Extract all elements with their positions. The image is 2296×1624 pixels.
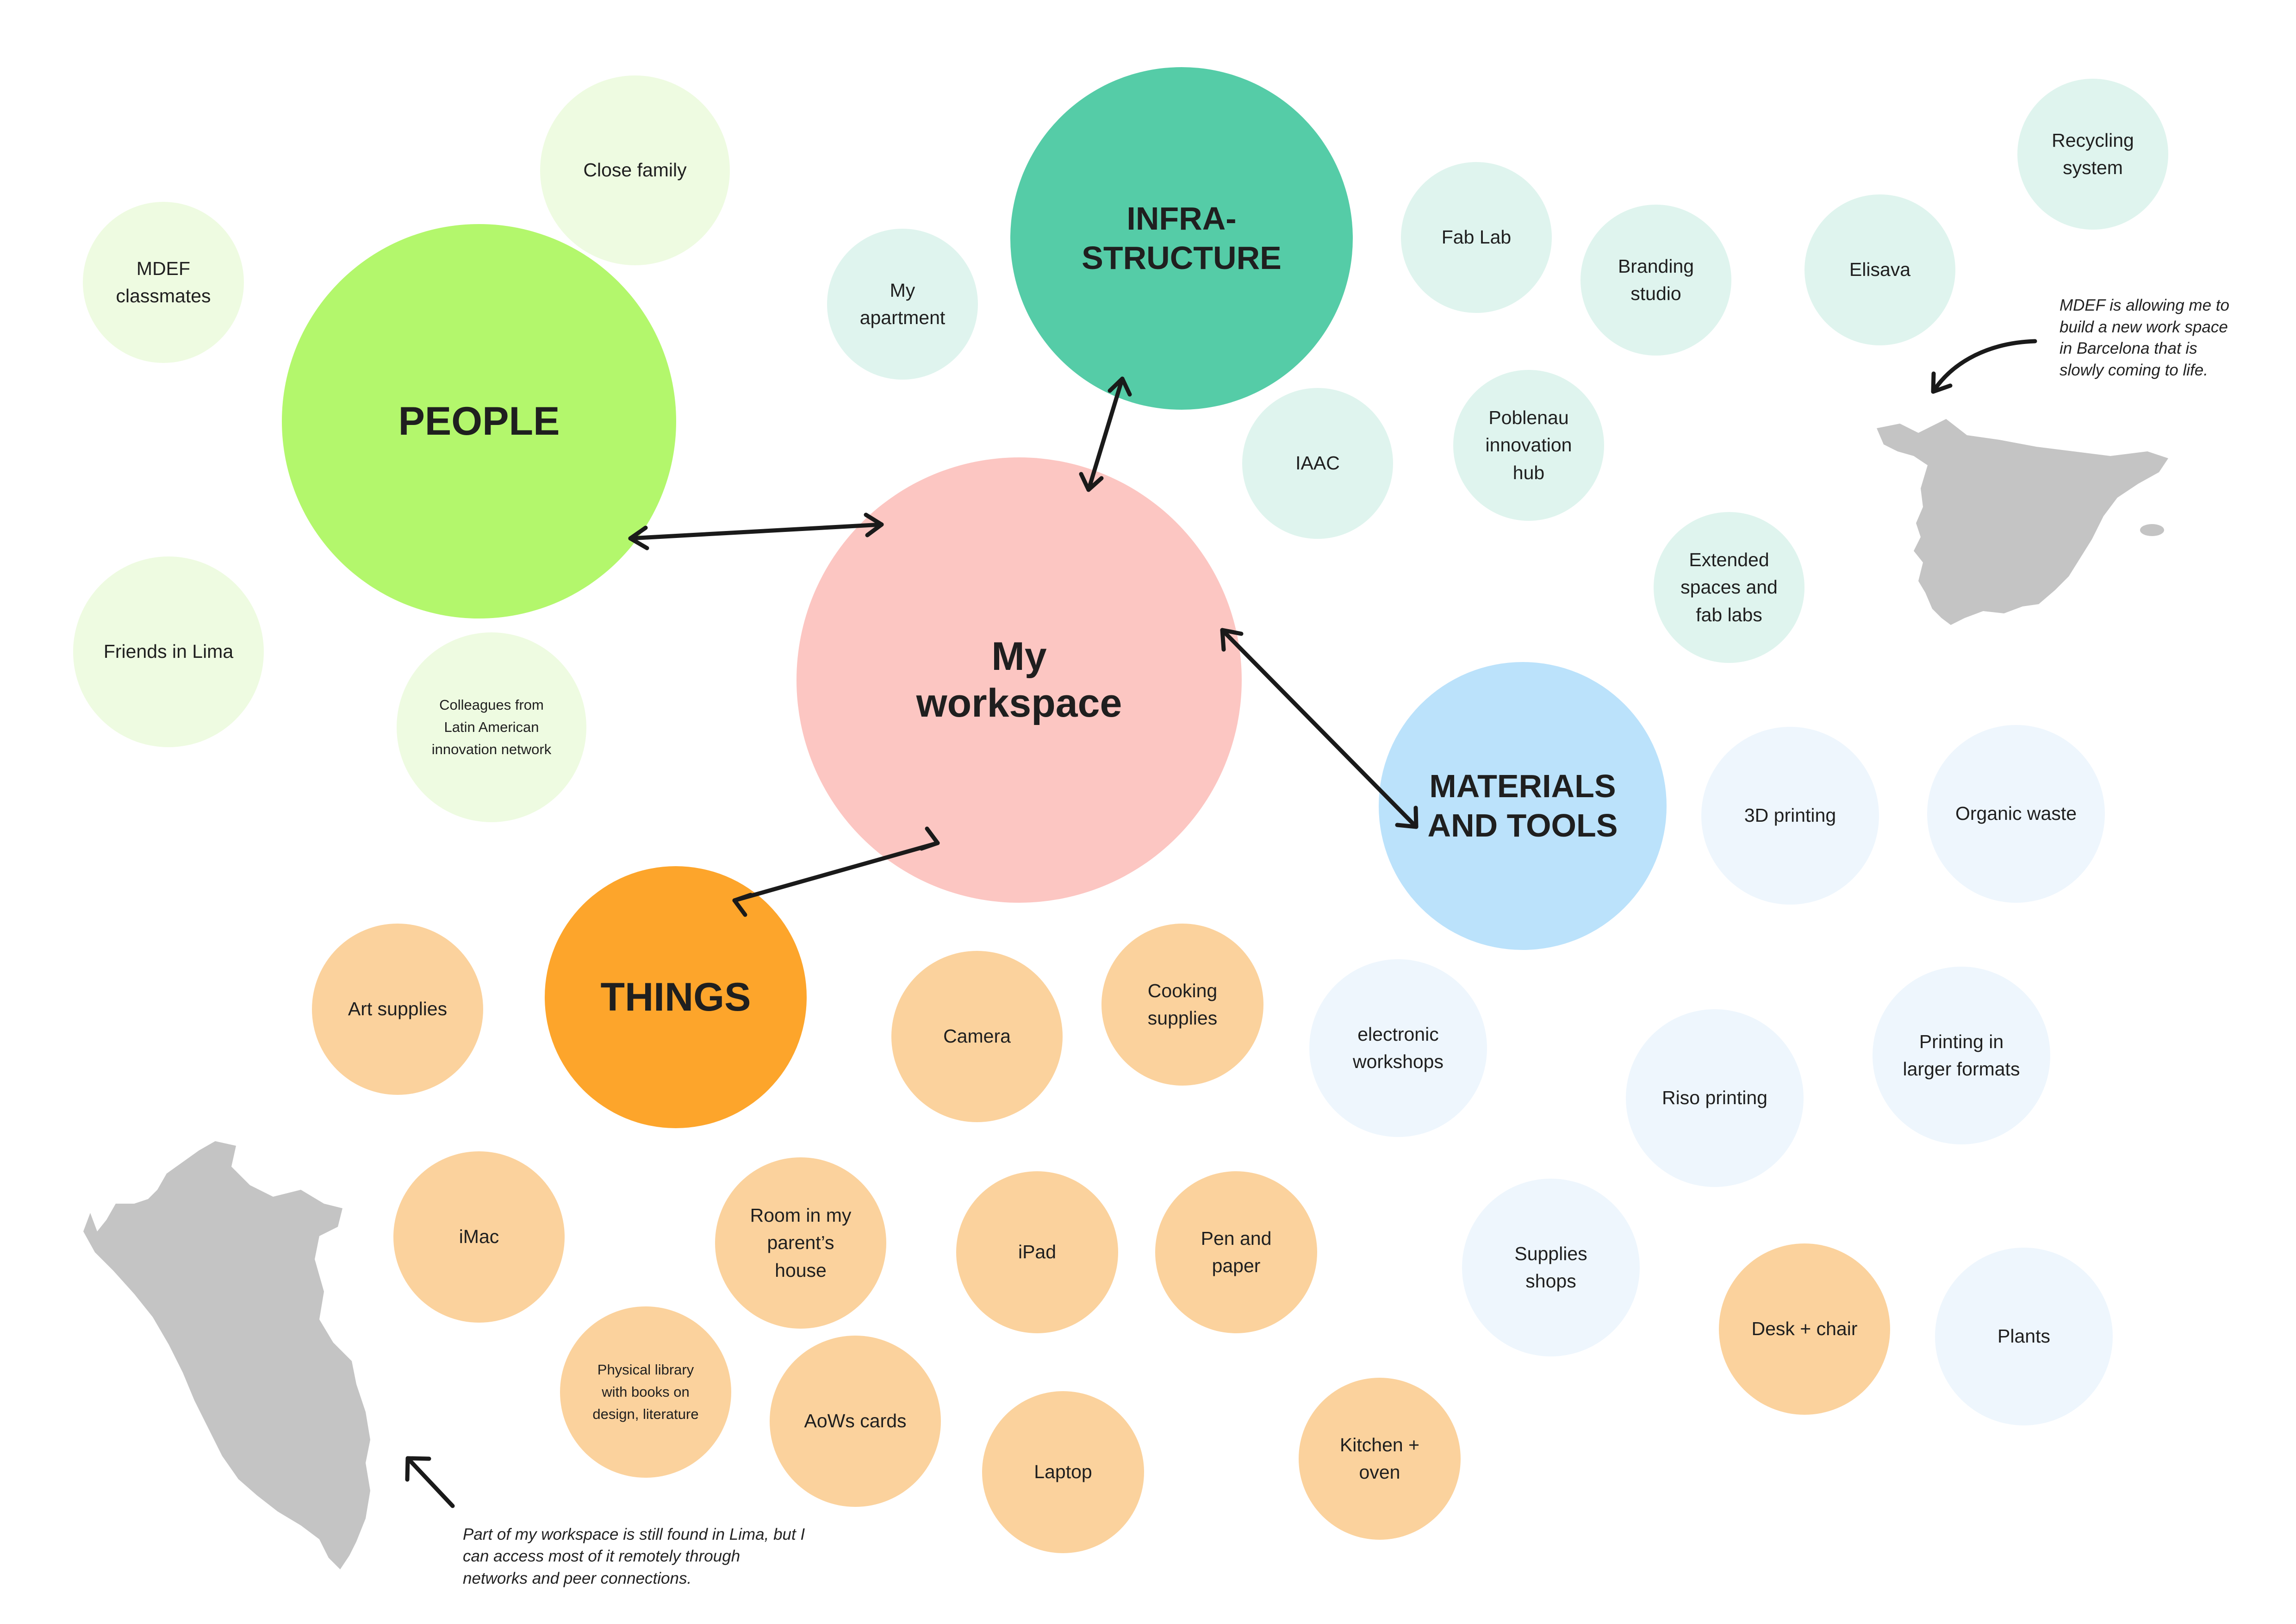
node-poblenau-hub-label: Poblenau innovation hub — [1485, 406, 1572, 483]
node-plants[interactable]: Plants — [1935, 1248, 2113, 1425]
balearic-island — [2140, 524, 2164, 536]
node-laptop[interactable]: Laptop — [982, 1391, 1144, 1553]
node-colleagues[interactable]: Colleagues from Latin American innovatio… — [397, 632, 586, 822]
node-aows-cards[interactable]: AoWs cards — [770, 1336, 941, 1507]
node-printing-larger-formats[interactable]: Printing in larger formats — [1873, 967, 2050, 1144]
node-camera[interactable]: Camera — [891, 951, 1063, 1122]
node-infrastructure-label: INFRA- STRUCTURE — [1082, 200, 1282, 276]
node-physical-library-label: Physical library with books on design, l… — [592, 1361, 699, 1423]
spain-map-icon — [1877, 419, 2168, 625]
node-friends-in-lima-label: Friends in Lima — [103, 641, 234, 662]
node-riso-printing-label: Riso printing — [1662, 1087, 1767, 1109]
node-supplies-shops[interactable]: Supplies shops — [1462, 1179, 1640, 1356]
node-recycling-system[interactable]: Recycling system — [2017, 79, 2168, 230]
node-extended-spaces-label: Extended spaces and fab labs — [1680, 549, 1778, 625]
node-camera-label: Camera — [943, 1025, 1011, 1047]
node-3d-printing-label: 3D printing — [1744, 805, 1836, 826]
node-room-parents-house[interactable]: Room in my parent’s house — [715, 1157, 886, 1329]
node-materials-and-tools[interactable]: MATERIALS AND TOOLS — [1379, 662, 1667, 950]
node-physical-library[interactable]: Physical library with books on design, l… — [560, 1306, 731, 1478]
node-things-label: THINGS — [600, 974, 751, 1019]
node-room-parents-house-label: Room in my parent’s house — [750, 1204, 852, 1281]
node-materials-and-tools-label: MATERIALS AND TOOLS — [1427, 768, 1618, 843]
node-infrastructure[interactable]: INFRA- STRUCTURE — [1010, 67, 1353, 410]
node-mdef-classmates[interactable]: MDEF classmates — [83, 202, 244, 363]
node-desk-chair-label: Desk + chair — [1751, 1318, 1858, 1340]
node-close-family[interactable]: Close family — [540, 75, 730, 265]
spain-map-shape — [1877, 419, 2168, 625]
node-recycling-system-label: Recycling system — [2052, 129, 2134, 178]
node-electronic-workshops-label: electronic workshops — [1353, 1023, 1444, 1072]
node-my-workspace[interactable]: My workspace — [796, 457, 1242, 903]
node-branding-studio-label: Branding studio — [1618, 255, 1694, 304]
node-poblenau-hub[interactable]: Poblenau innovation hub — [1453, 370, 1604, 521]
node-art-supplies-label: Art supplies — [348, 998, 448, 1020]
node-my-apartment-label: My apartment — [859, 279, 946, 328]
node-my-apartment[interactable]: My apartment — [827, 229, 978, 380]
node-art-supplies[interactable]: Art supplies — [312, 924, 483, 1095]
node-mdef-classmates-label: MDEF classmates — [116, 257, 211, 306]
node-things[interactable]: THINGS — [545, 866, 807, 1128]
note-spain: MDEF is allowing me to build a new work … — [2060, 296, 2229, 379]
node-people[interactable]: PEOPLE — [282, 224, 676, 618]
node-branding-studio[interactable]: Branding studio — [1580, 205, 1731, 356]
node-aows-cards-label: AoWs cards — [804, 1410, 907, 1432]
node-extended-spaces[interactable]: Extended spaces and fab labs — [1654, 512, 1804, 663]
node-pen-and-paper-label: Pen and paper — [1201, 1227, 1272, 1276]
node-riso-printing[interactable]: Riso printing — [1626, 1009, 1804, 1187]
node-organic-waste-label: Organic waste — [1955, 803, 2077, 824]
node-imac[interactable]: iMac — [393, 1151, 565, 1323]
node-kitchen-oven[interactable]: Kitchen + oven — [1299, 1378, 1461, 1540]
node-laptop-label: Laptop — [1034, 1461, 1092, 1483]
note-lima: Part of my workspace is still found in L… — [463, 1525, 805, 1587]
node-fab-lab[interactable]: Fab Lab — [1401, 162, 1552, 313]
node-elisava[interactable]: Elisava — [1804, 194, 1955, 345]
node-electronic-workshops[interactable]: electronic workshops — [1309, 959, 1487, 1137]
node-fab-lab-label: Fab Lab — [1441, 226, 1512, 248]
node-kitchen-oven-label: Kitchen + oven — [1339, 1434, 1420, 1483]
node-plants-label: Plants — [1997, 1325, 2050, 1347]
node-iaac[interactable]: IAAC — [1242, 388, 1393, 539]
node-3d-printing[interactable]: 3D printing — [1701, 727, 1879, 905]
node-close-family-label: Close family — [583, 159, 687, 181]
node-my-workspace-label: My workspace — [916, 634, 1122, 725]
peru-map-shape — [83, 1141, 370, 1569]
node-friends-in-lima[interactable]: Friends in Lima — [73, 556, 264, 747]
node-colleagues-label: Colleagues from Latin American innovatio… — [431, 696, 552, 758]
node-people-label: PEOPLE — [398, 399, 560, 443]
node-organic-waste[interactable]: Organic waste — [1927, 725, 2105, 903]
node-ipad[interactable]: iPad — [956, 1171, 1118, 1333]
node-pen-and-paper[interactable]: Pen and paper — [1155, 1171, 1317, 1333]
node-iaac-label: IAAC — [1295, 452, 1340, 474]
node-imac-label: iMac — [459, 1226, 499, 1248]
node-ipad-label: iPad — [1018, 1241, 1057, 1263]
node-desk-chair[interactable]: Desk + chair — [1719, 1243, 1890, 1415]
node-cooking-supplies-label: Cooking supplies — [1147, 980, 1218, 1029]
node-printing-larger-formats-label: Printing in larger formats — [1903, 1031, 2020, 1080]
node-cooking-supplies[interactable]: Cooking supplies — [1101, 924, 1263, 1086]
node-elisava-label: Elisava — [1849, 259, 1911, 281]
node-supplies-shops-label: Supplies shops — [1514, 1243, 1587, 1292]
peru-map-icon — [83, 1141, 370, 1569]
